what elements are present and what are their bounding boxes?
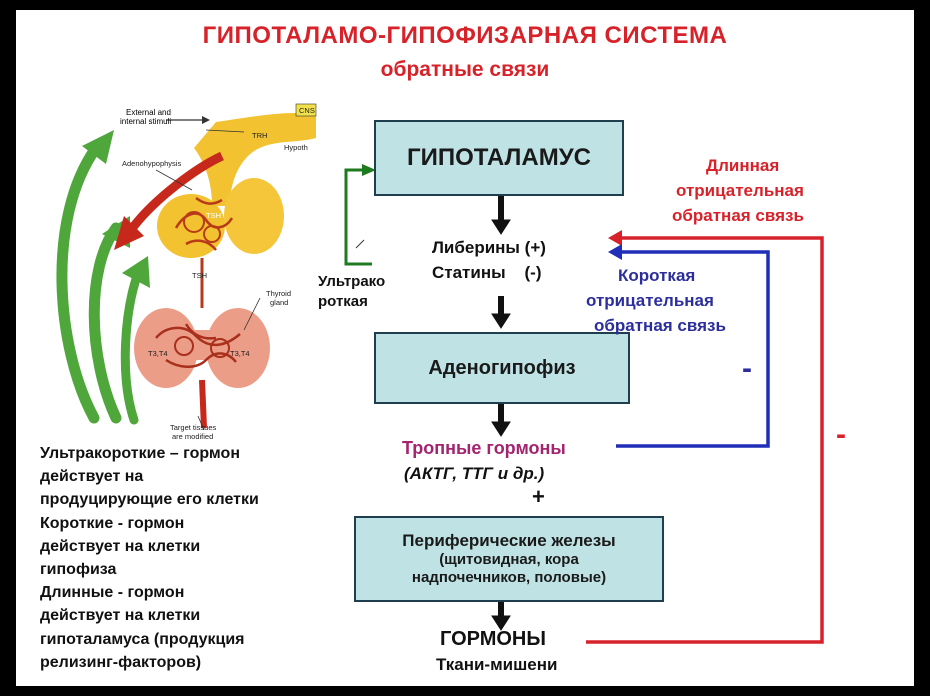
legend-line: Длинные - гормон: [40, 584, 185, 602]
fig-label-tsh-a: TSH: [206, 211, 221, 220]
fig-label-tsh-b: TSH: [192, 271, 207, 280]
short-minus-sign: -: [742, 352, 752, 385]
fig-label-trh: TRH: [252, 131, 267, 140]
statins-label: Статины (-): [432, 263, 542, 282]
legend-line: Короткие - гормон: [40, 514, 185, 532]
legend-line: гипоталамуса (продукция: [40, 630, 245, 648]
fig-label-t3t4-left: T3,T4: [148, 349, 168, 358]
red-vessel-icon: [128, 151, 224, 232]
long-minus-sign: -: [836, 418, 846, 451]
short-feedback-label-2: отрицательная: [586, 291, 714, 310]
legend: Ультракороткие – гормон действует на про…: [40, 442, 340, 674]
adenohypophysis-box: Аденогипофиз: [374, 332, 630, 404]
legend-line: продуцирующие его клетки: [40, 491, 259, 509]
long-feedback-label-1: Длинная: [706, 156, 780, 175]
hormones-label: ГОРМОНЫ: [440, 628, 546, 650]
thyroid-gland: [134, 308, 270, 429]
peripheral-sub1: (щитовидная, кора: [439, 551, 579, 569]
plus-sign: +: [532, 484, 545, 509]
legend-line: действует на клетки: [40, 537, 201, 555]
legend-line: действует на: [40, 468, 144, 486]
green-feedback-arrows: [56, 142, 143, 425]
short-feedback-arrow: [608, 244, 770, 448]
flow-arrows: [344, 164, 824, 644]
red-arrowhead: [114, 216, 144, 250]
fig-label-adenohypophysis: Adenohypophysis: [122, 159, 181, 168]
pituitary-shape: [157, 112, 316, 258]
hypothalamus-box: ГИПОТАЛАМУС: [374, 120, 624, 196]
short-feedback-label-1: Короткая: [618, 266, 696, 285]
fig-label-t3t4-right: T3,T4: [230, 349, 250, 358]
fig-label-cns: CNS: [299, 106, 315, 115]
ultrashort-feedback-arrow: [344, 164, 376, 266]
fig-label-target: Target tissues: [170, 423, 217, 432]
slide: ГИПОТАЛАМО-ГИПОФИЗАРНАЯ СИСТЕМА обратные…: [16, 10, 914, 686]
page-title: ГИПОТАЛАМО-ГИПОФИЗАРНАЯ СИСТЕМА: [202, 22, 728, 49]
fig-label-stimuli: External and: [126, 108, 171, 117]
peripheral-sub2: надпочечников, половые): [411, 569, 607, 587]
anatomy-illustration: External and internal stimuli CNS TRH Hy…: [56, 103, 317, 441]
long-feedback-label-3: обратная связь: [672, 206, 804, 225]
short-feedback-label-3: обратная связь: [594, 316, 726, 335]
legend-line: гипофиза: [40, 560, 117, 578]
peripheral-title: Периферические железы: [402, 530, 616, 550]
fig-label-hypothalamus: Hypoth: [284, 143, 308, 152]
ultrashort-label-2: роткая: [318, 293, 368, 310]
legend-line: Ультракороткие – гормон: [40, 445, 240, 462]
tropic-examples-label: (АКТГ, ТТГ и др.): [404, 464, 545, 483]
main-flow-arrows: [491, 196, 511, 631]
long-feedback-label-2: отрицательная: [676, 181, 804, 200]
liberins-label: Либерины (+): [432, 238, 546, 257]
tropic-hormones-label: Тропные гормоны: [402, 438, 566, 458]
cns-badge: [295, 103, 317, 117]
fig-label-target-2: are modified: [172, 432, 213, 441]
fig-label-thyroid: Thyroid: [266, 289, 291, 298]
legend-line: действует на клетки: [40, 607, 201, 625]
pointer-lines: [155, 129, 261, 431]
long-feedback-arrow: [586, 230, 824, 644]
page-subtitle: обратные связи: [380, 58, 550, 81]
ultrashort-label-1: Ультрако: [318, 273, 386, 290]
fig-label-thyroid-2: gland: [270, 298, 288, 307]
legend-line: релизинг-факторов): [40, 653, 202, 671]
peripheral-glands-box: Периферические железы (щитовидная, кора …: [354, 516, 664, 602]
fig-label-stimuli-2: internal stimuli: [120, 117, 171, 126]
target-tissues-label: Ткани-мишени: [436, 655, 558, 674]
